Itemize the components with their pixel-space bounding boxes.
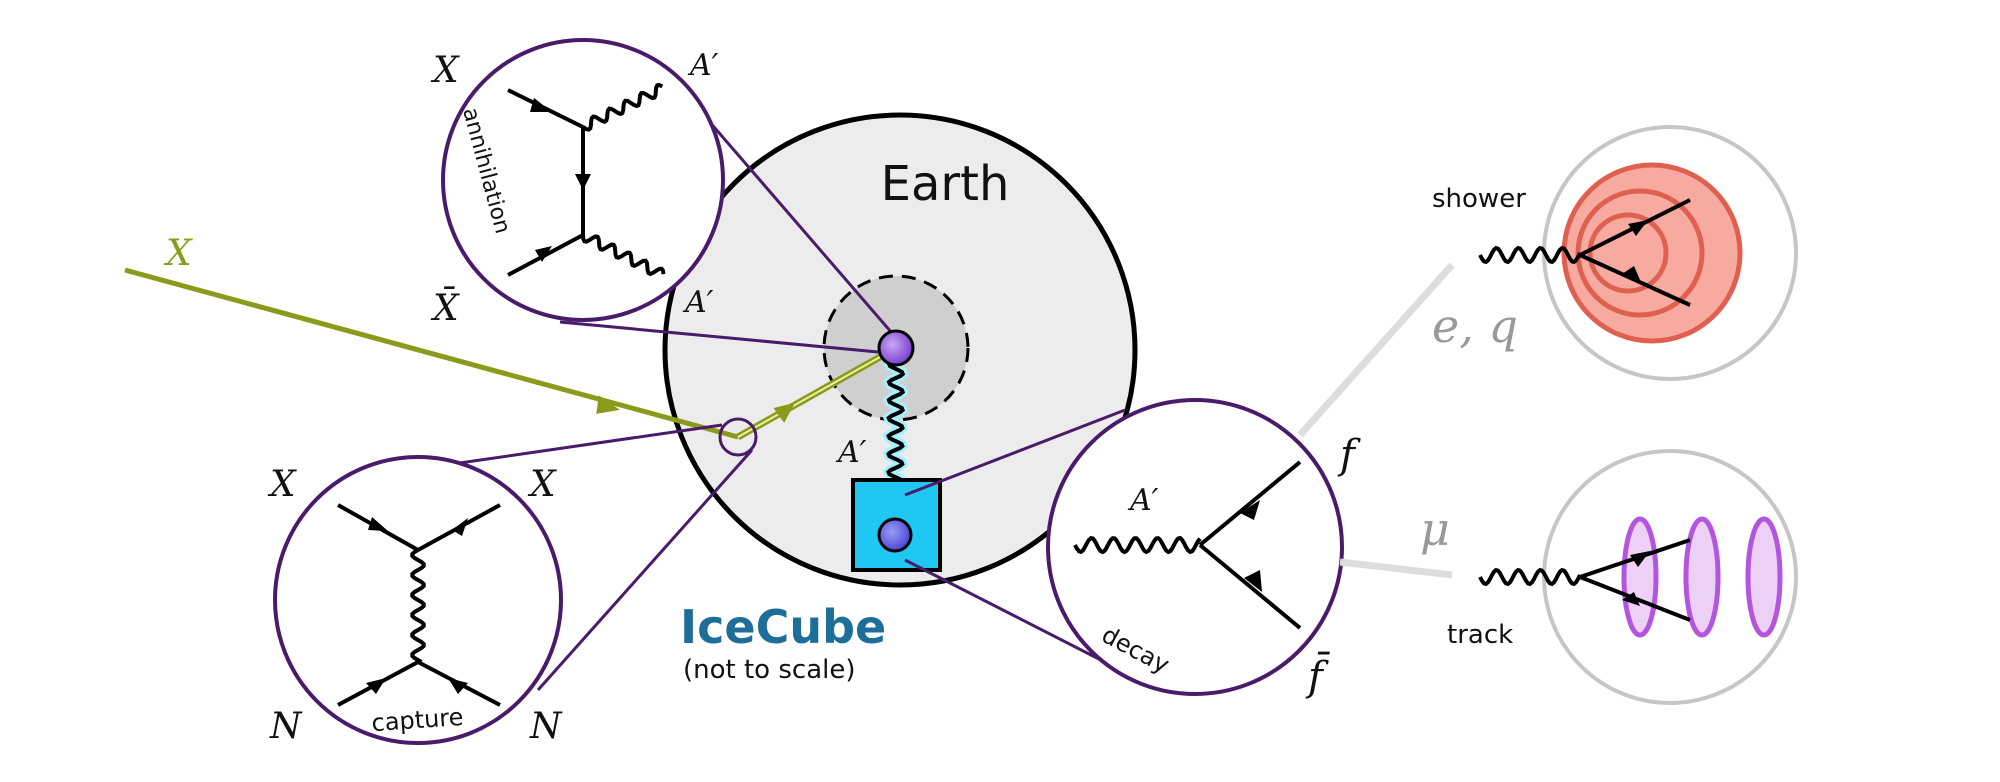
zoom-line-annihilation-2 <box>559 320 879 354</box>
track-ring-1 <box>1621 516 1659 638</box>
decay-arrow-bottom <box>1244 570 1262 592</box>
annihilation-arrow-top <box>530 98 552 112</box>
shower-ring-outer <box>1561 162 1743 344</box>
shower-detector: shower <box>1432 125 1798 381</box>
icecube-note: (not to scale) <box>683 655 856 685</box>
connector-shower <box>1297 262 1455 438</box>
decay-fermion-bottom <box>1198 543 1302 630</box>
zoom-line-annihilation-1 <box>693 104 900 341</box>
track-arrow-bottom <box>1622 592 1640 606</box>
capture-mediator <box>410 548 426 664</box>
dm-to-core-line-inner <box>737 347 897 438</box>
shower-particles-label: e, q <box>1432 299 1518 353</box>
track-arrow-top <box>1630 551 1650 567</box>
capture-arrow-4 <box>448 678 468 694</box>
core-node <box>877 329 915 367</box>
track-detector: track <box>1447 449 1798 705</box>
capture-x-right: X <box>527 464 557 505</box>
capture-n-right: N <box>529 706 563 747</box>
capture-inset: X X N N capture <box>267 455 563 747</box>
zoom-line-capture-2 <box>536 449 754 691</box>
track-ring-2 <box>1683 516 1721 638</box>
incoming-arrow-1 <box>596 395 620 414</box>
zoom-line-capture-1 <box>424 423 723 470</box>
track-caption: track <box>1447 620 1513 650</box>
connector-track <box>1339 558 1453 579</box>
capture-arrow-1 <box>368 517 388 531</box>
shower-arrow-top <box>1628 220 1648 236</box>
capture-caption: capture <box>371 703 465 737</box>
decay-fermion-top <box>1198 460 1302 547</box>
decay-f-label: f <box>1337 432 1361 478</box>
track-photon <box>1478 567 1582 587</box>
annihilation-xbar-label: X̄ <box>430 286 460 329</box>
icecube-node <box>877 517 913 553</box>
decay-fbar-label: f̄ <box>1305 651 1331 700</box>
annihilation-arrow-bottom <box>535 246 552 262</box>
track-particles-label: μ <box>1420 502 1450 556</box>
shower-ring-inner <box>1587 212 1669 294</box>
annihilation-ap-label: A′ <box>687 48 719 83</box>
annihilation-photon-bottom <box>581 234 666 277</box>
decay-arrow-top <box>1240 500 1260 520</box>
track-ring-3 <box>1745 516 1783 638</box>
shower-photon <box>1478 245 1582 265</box>
decay-ap-label: A′ <box>1127 483 1159 518</box>
incoming-dm-line <box>124 267 739 440</box>
ap-core-label: A′ <box>682 285 714 320</box>
zoom-line-decay-1 <box>904 408 1126 497</box>
shower-caption: shower <box>1432 184 1526 214</box>
icecube-label: IceCube <box>680 600 886 654</box>
incoming-arrow-2 <box>773 402 795 423</box>
annihilation-inset: X X̄ A′ annihilation <box>430 38 725 329</box>
capture-n-left: N <box>269 706 303 747</box>
capture-point-circle <box>718 417 758 457</box>
capture-arrow-2 <box>452 518 468 536</box>
capture-arrow-3 <box>366 678 386 694</box>
shower-arrow-bottom <box>1622 266 1640 280</box>
capture-x-left: X <box>267 464 297 505</box>
annihilation-arrow-mid <box>575 174 591 190</box>
annihilation-photon-top <box>581 82 664 132</box>
shower-fermion-bottom <box>1579 253 1691 307</box>
incoming-x-label: X <box>163 233 193 274</box>
annihilation-x-label: X <box>430 50 460 91</box>
earth-label: Earth <box>881 156 1010 212</box>
decay-photon <box>1073 535 1202 555</box>
ap-beam-label: A′ <box>835 435 867 470</box>
decay-inset: A′ f f̄ decay <box>1046 398 1361 700</box>
